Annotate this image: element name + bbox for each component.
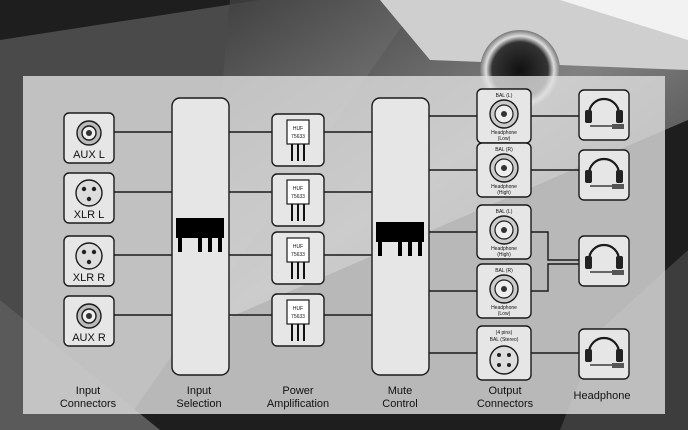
headphone-cup-right (616, 170, 623, 183)
transistor-text-1: HUF (293, 186, 303, 192)
headphone-icon (587, 157, 621, 175)
input-switch-pin-3 (208, 238, 212, 252)
headphone-plug (612, 363, 624, 368)
transistor-text-2: 75633 (291, 252, 305, 258)
rca-jack-pin (86, 130, 92, 136)
xlr4-pin-3 (497, 363, 501, 367)
headphone-cup-left (585, 110, 592, 123)
mute-switch-pin-1 (378, 242, 382, 256)
headphone-plug (612, 184, 624, 189)
output-connector-top-5: (4 pins) (496, 330, 513, 336)
xlr-pin-3 (86, 196, 92, 202)
output-connector-top-3: BAL (L) (496, 209, 513, 215)
transistor-text-2: 75633 (291, 194, 305, 200)
transistor-leg-1 (291, 204, 293, 221)
output-connector-top-1: BAL (L) (496, 93, 513, 99)
transistor-leg-2 (297, 324, 299, 341)
transistor-leg-1 (291, 144, 293, 161)
mute-switch-pin-3 (408, 242, 412, 256)
transistor-leg-2 (297, 204, 299, 221)
xlr-jack-icon (75, 242, 103, 270)
output-connector-bottom-3: Headphone (491, 246, 517, 252)
xlr4-jack-icon (489, 345, 519, 375)
mute-switch-pin-2 (398, 242, 402, 256)
label-headphone: Headphone (573, 390, 631, 402)
headphone-icon (587, 336, 621, 354)
transistor-text-2: 75633 (291, 314, 305, 320)
xlr4-pin-1 (497, 353, 501, 357)
output-connector-sub-1: (Low) (498, 136, 511, 142)
headphone-cup-right (616, 349, 623, 362)
transistor-text-1: HUF (293, 244, 303, 250)
headphone-plug (612, 270, 624, 275)
headphone-icon (587, 97, 621, 115)
input-connector-label-3: XLR R (73, 272, 105, 284)
mute-switch-pin-4 (418, 242, 422, 256)
output-connector-top-2: BAL (R) (495, 147, 513, 153)
rca-jack-pin (86, 313, 92, 319)
transistor-text-2: 75633 (291, 134, 305, 140)
headphone-plug (612, 124, 624, 129)
transistor-leg-3 (303, 144, 305, 161)
input-switch-pin-4 (218, 238, 222, 252)
headphone-cup-left (585, 170, 592, 183)
input-connector-label-1: AUX L (73, 149, 105, 161)
xlr-pin-1 (81, 249, 87, 255)
transistor-icon (286, 179, 310, 205)
xlr-pin-3 (86, 259, 92, 265)
output-connector-sub-2: (High) (497, 190, 511, 196)
headphone-cup-right (616, 256, 623, 269)
input-switch-pin-2 (198, 238, 202, 252)
xlr-jack-icon (75, 179, 103, 207)
headphone-cup-left (585, 349, 592, 362)
xlr-pin-1 (81, 186, 87, 192)
xlr-pin-2 (91, 186, 97, 192)
output-connector-bottom-1: Headphone (491, 130, 517, 136)
transistor-icon (286, 119, 310, 145)
output-connector-bottom-2: Headphone (491, 184, 517, 190)
output-connector-sub-4: (Low) (498, 311, 511, 317)
transistor-leg-3 (303, 204, 305, 221)
output-connector-top2-5: BAL (Stereo) (490, 337, 519, 343)
headphone-cup-right (616, 110, 623, 123)
output-connector-top-4: BAL (R) (495, 268, 513, 274)
input-connector-label-2: XLR L (74, 209, 105, 221)
transistor-leg-2 (297, 262, 299, 279)
wire-hp-3a (531, 231, 579, 261)
output-connector-bottom-4: Headphone (491, 305, 517, 311)
transistor-leg-1 (291, 262, 293, 279)
mute-switch-body (376, 222, 424, 242)
transistor-leg-1 (291, 324, 293, 341)
combo-jack-center (501, 286, 507, 292)
transistor-text-1: HUF (293, 306, 303, 312)
combo-jack-center (501, 165, 507, 171)
input-switch-pin-1 (178, 238, 182, 252)
output-connector-sub-3: (High) (497, 252, 511, 258)
headphone-icon (587, 243, 621, 261)
transistor-leg-2 (297, 144, 299, 161)
transistor-text-1: HUF (293, 126, 303, 132)
xlr4-pin-4 (507, 363, 511, 367)
xlr4-pin-2 (507, 353, 511, 357)
combo-jack-center (501, 227, 507, 233)
combo-jack-center (501, 111, 507, 117)
headphone-cup-left (585, 256, 592, 269)
transistor-icon (286, 237, 310, 263)
wire-hp-3b (531, 263, 579, 292)
transistor-leg-3 (303, 324, 305, 341)
connection-lines (114, 115, 579, 354)
xlr-pin-2 (91, 249, 97, 255)
input-connector-label-4: AUX R (72, 332, 106, 344)
transistor-icon (286, 299, 310, 325)
transistor-leg-3 (303, 262, 305, 279)
input-switch-body (176, 218, 224, 238)
